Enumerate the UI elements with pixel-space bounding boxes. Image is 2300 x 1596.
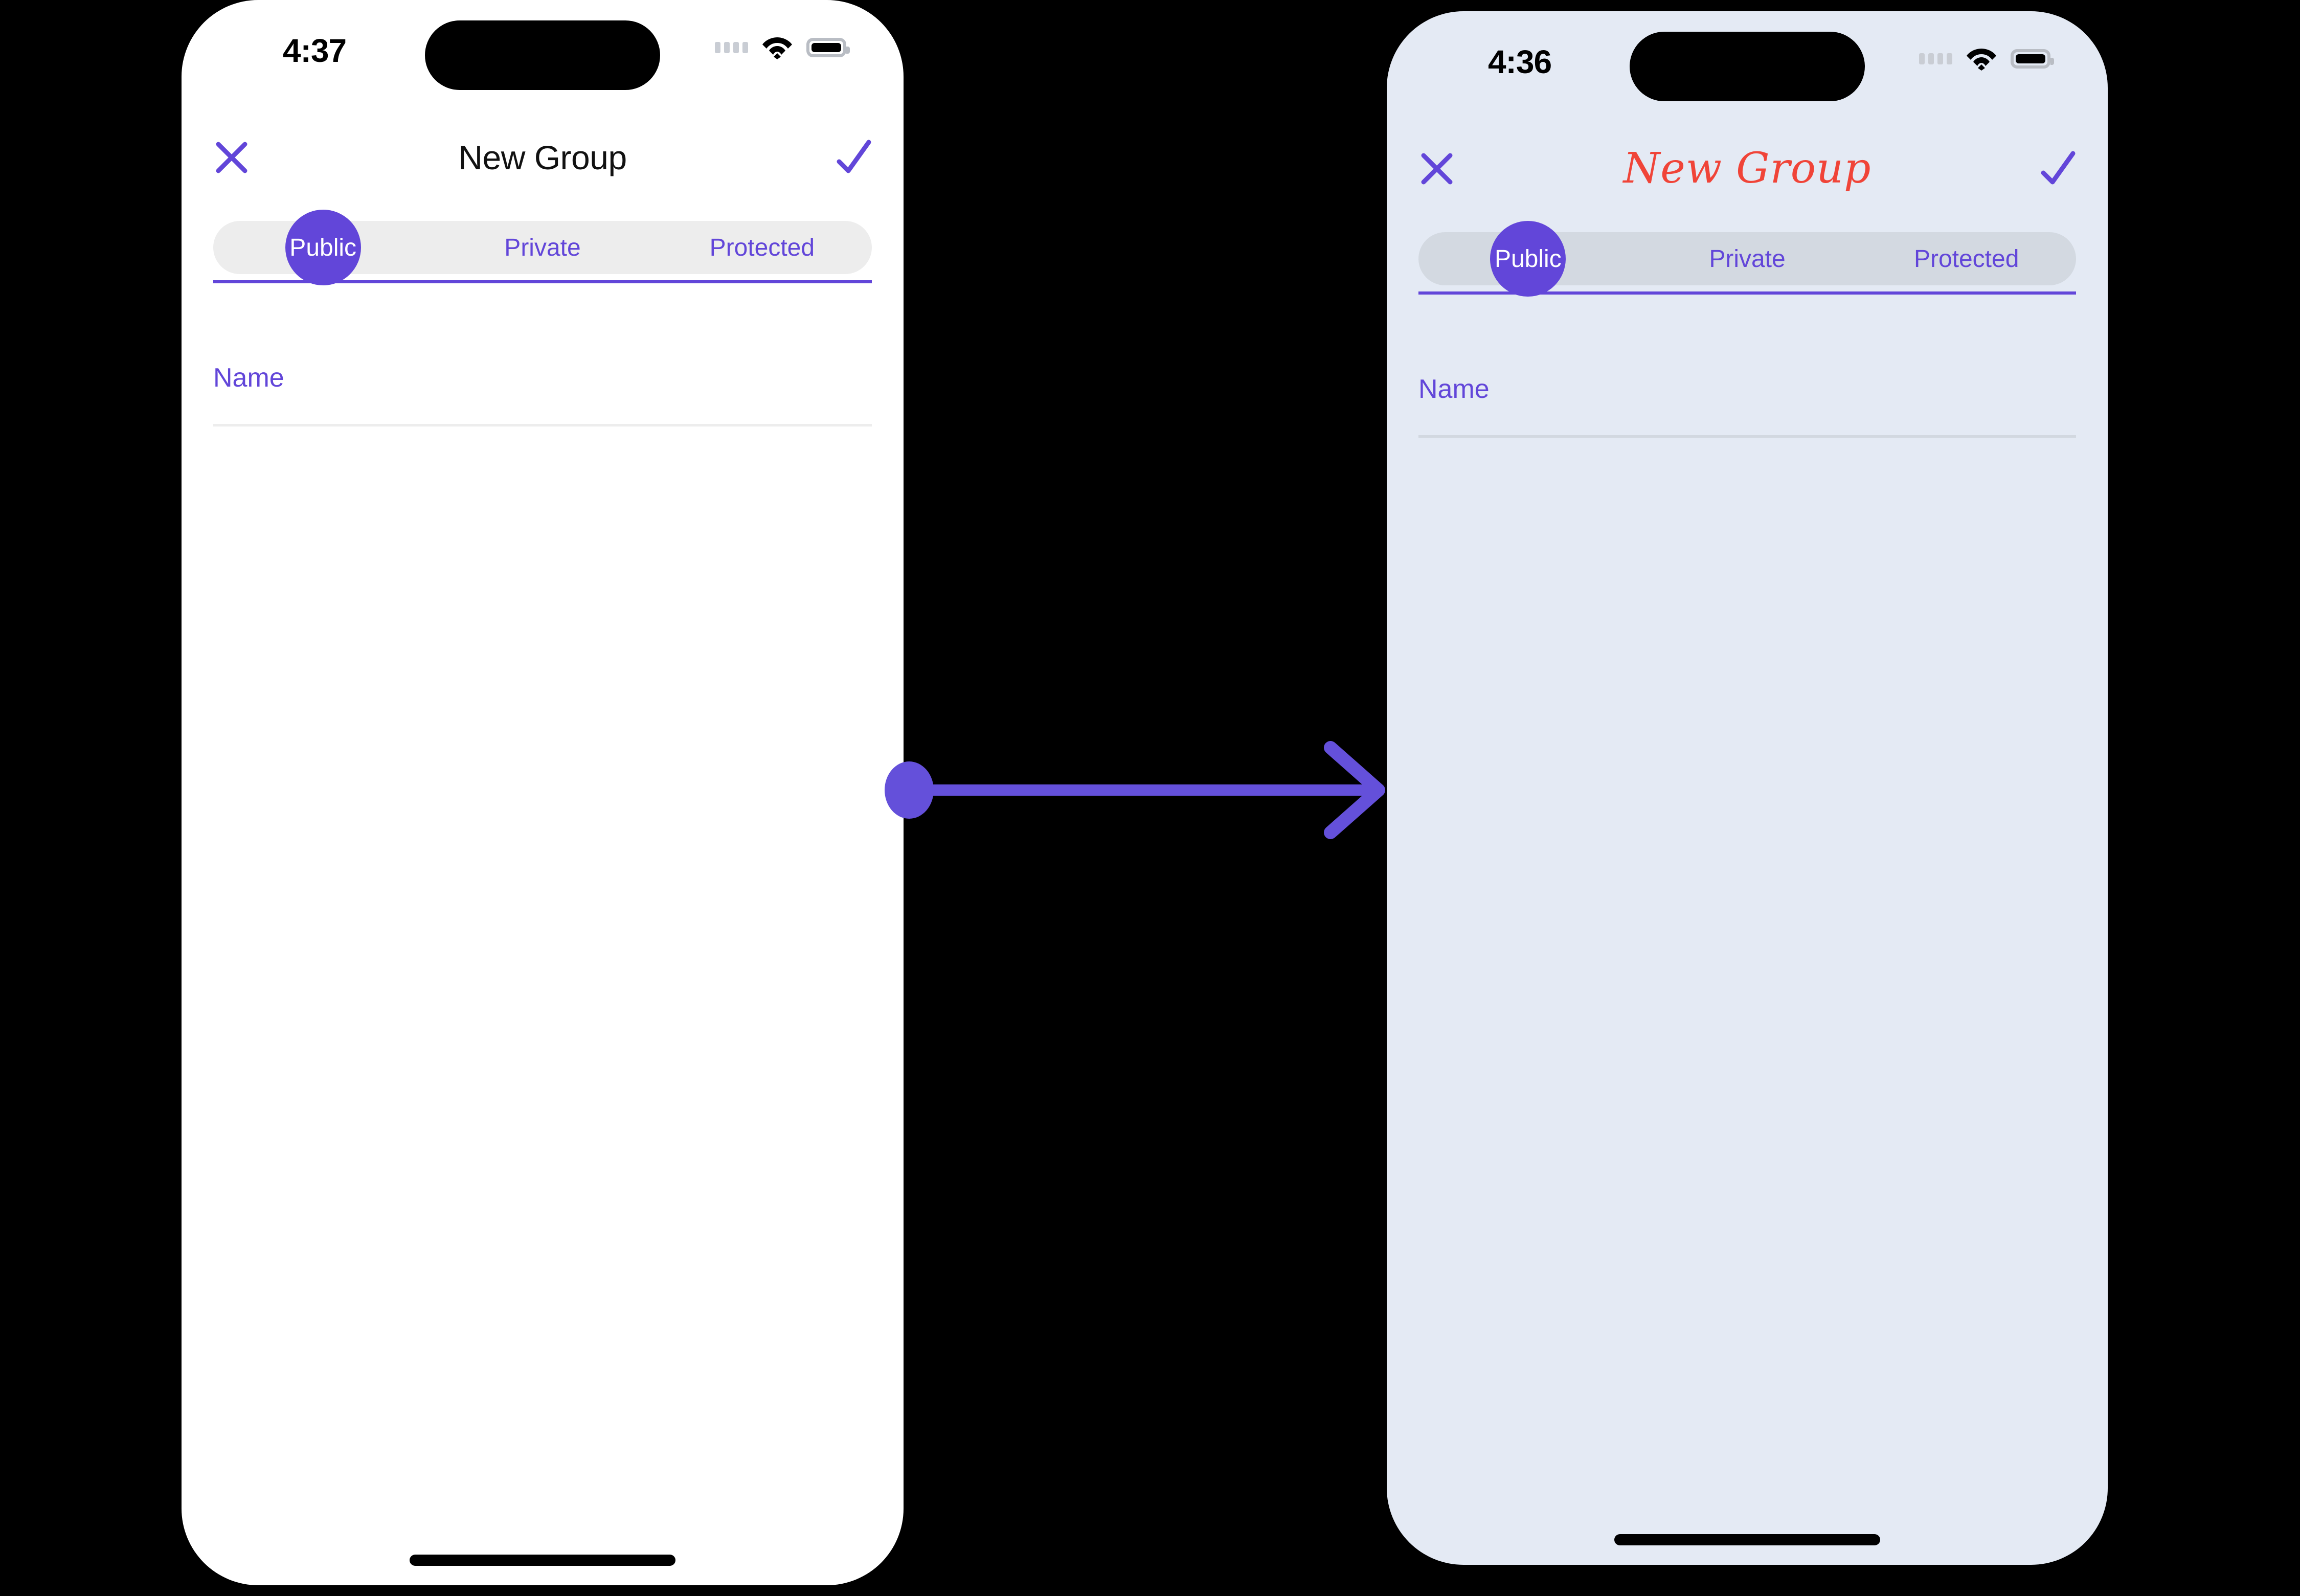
segment-options: Public Private Protected [213,210,872,285]
segment-protected[interactable]: Protected [652,221,872,274]
segment-selection-indicator [285,210,361,285]
status-indicators [715,30,850,65]
nav-bar-before: New Group [182,127,904,204]
segment-private[interactable]: Private [433,221,652,274]
segment-options: Public Private Protected [1418,221,2076,297]
segment-label: Public [1494,245,1562,273]
segment-selection-indicator [1490,221,1566,297]
segment-label: Protected [1913,245,2019,273]
home-indicator[interactable] [1614,1534,1880,1545]
name-field-row-after[interactable] [1418,361,2076,438]
segment-public[interactable]: Public [1418,221,1638,297]
privacy-segmented-control-before[interactable]: Public Private Protected [213,210,872,285]
close-icon [1421,153,1453,185]
name-field-row-before[interactable] [213,350,872,426]
signal-dots-icon [715,40,748,55]
nav-bar-after: New Group [1387,138,2108,215]
status-bar-before: 4:37 [182,0,904,107]
home-indicator[interactable] [410,1555,675,1566]
status-time: 4:37 [282,32,347,69]
segment-private[interactable]: Private [1638,232,1857,285]
segment-public[interactable]: Public [213,210,433,285]
done-button[interactable] [823,127,884,188]
close-button[interactable] [1406,138,1468,199]
check-icon [2041,151,2076,185]
segment-label: Public [289,234,357,261]
wifi-icon [762,37,792,59]
arrow-head-icon [1324,741,1385,839]
segment-label: Private [504,234,581,261]
status-bar-after: 4:36 [1387,11,2108,119]
page-title: New Group [1623,144,1871,193]
close-icon [216,142,247,173]
close-button[interactable] [201,127,262,188]
battery-icon [2011,49,2054,69]
transition-arrow [885,741,1385,839]
segment-underline [1418,291,2076,295]
name-input[interactable] [213,350,872,406]
done-button[interactable] [2027,138,2088,199]
name-field-underline [1418,435,2076,438]
segment-protected[interactable]: Protected [1857,232,2076,285]
signal-dots-icon [1919,51,1952,66]
status-time: 4:36 [1487,43,1552,80]
status-indicators [1919,41,2054,77]
wifi-icon [1967,49,1996,71]
name-input[interactable] [1418,361,2076,417]
privacy-segmented-control-after[interactable]: Public Private Protected [1418,221,2076,297]
segment-label: Private [1709,245,1786,273]
phone-screen-after: 4:36 New Group [1387,11,2108,1565]
page-title: New Group [458,139,627,176]
segment-underline [213,280,872,283]
battery-icon [806,38,850,57]
name-field-underline [213,424,872,426]
check-icon [837,140,871,173]
dynamic-island [425,20,660,90]
phone-screen-before: 4:37 New Group [182,0,904,1585]
segment-label: Protected [709,234,815,261]
dynamic-island [1630,32,1865,101]
